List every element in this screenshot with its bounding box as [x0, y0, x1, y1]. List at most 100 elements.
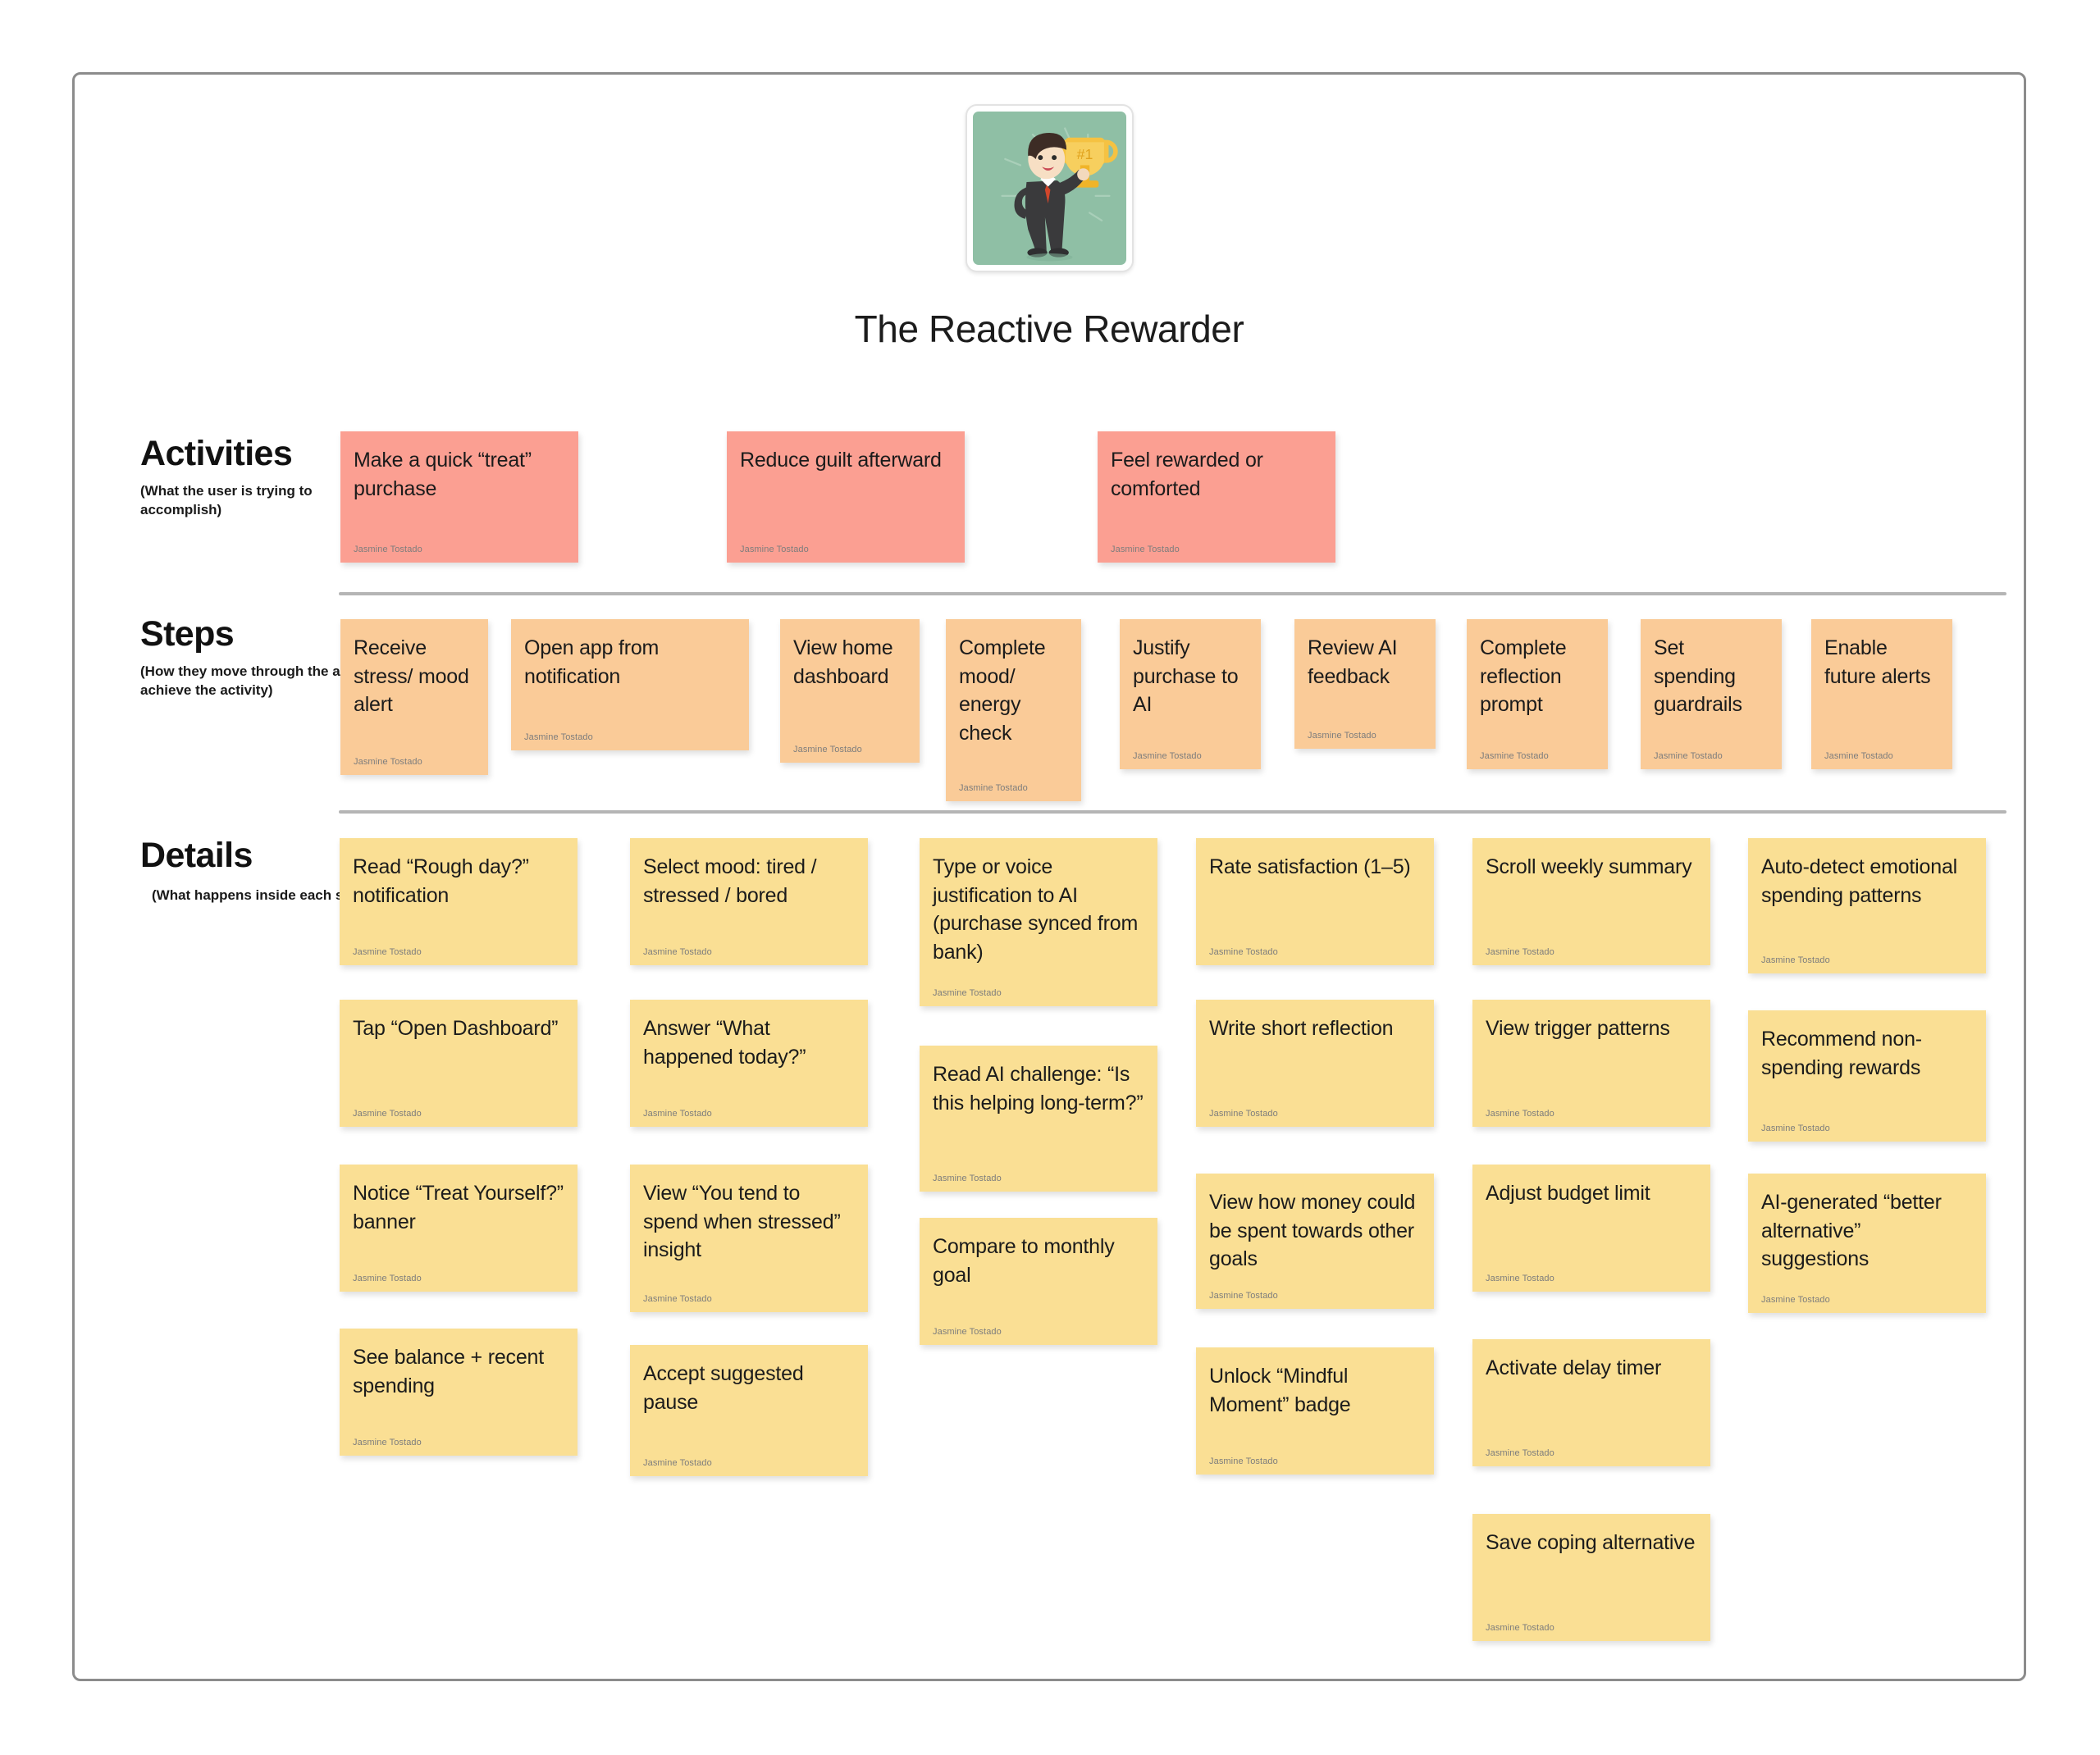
- sticky-note-text: Justify purchase to AI: [1133, 636, 1239, 716]
- sticky-note-author: Jasmine Tostado: [1111, 545, 1180, 554]
- row-subtitle-details: (What happens inside each step): [152, 887, 369, 904]
- detail-note[interactable]: Rate satisfaction (1–5)Jasmine Tostado: [1196, 838, 1434, 965]
- sticky-note-author: Jasmine Tostado: [793, 745, 862, 754]
- trophy-winner-illustration-icon: #1: [972, 112, 1126, 265]
- sticky-note-author: Jasmine Tostado: [354, 545, 422, 554]
- detail-note[interactable]: Tap “Open Dashboard” Jasmine Tostado: [340, 1000, 578, 1127]
- row-label-activities: Activities (What the user is trying to a…: [140, 435, 378, 519]
- sticky-note-author: Jasmine Tostado: [353, 1274, 422, 1283]
- sticky-note-author: Jasmine Tostado: [740, 545, 809, 554]
- sticky-note-author: Jasmine Tostado: [959, 783, 1028, 793]
- sticky-note-author: Jasmine Tostado: [1133, 751, 1202, 761]
- sticky-note-text: Rate satisfaction (1–5): [1209, 855, 1411, 878]
- row-title-details: Details: [140, 836, 253, 875]
- sticky-note-author: Jasmine Tostado: [1761, 955, 1830, 965]
- sticky-note-text: Review AI feedback: [1308, 636, 1398, 688]
- sticky-note-author: Jasmine Tostado: [354, 757, 422, 767]
- row-label-steps: Steps (How they move through the app to …: [140, 614, 378, 700]
- sticky-note-text: Feel rewarded or comforted: [1111, 449, 1263, 500]
- sticky-note-author: Jasmine Tostado: [1209, 1291, 1278, 1301]
- row-separator-steps-details: [339, 810, 2006, 814]
- sticky-note-author: Jasmine Tostado: [1308, 731, 1376, 741]
- sticky-note-author: Jasmine Tostado: [933, 1174, 1002, 1183]
- page-title: The Reactive Rewarder: [854, 308, 1244, 350]
- sticky-note-text: Tap “Open Dashboard”: [353, 1017, 559, 1040]
- row-subtitle-steps: (How they move through the app to achiev…: [140, 663, 375, 698]
- sticky-note-author: Jasmine Tostado: [643, 947, 712, 957]
- sticky-note-text: Adjust budget limit: [1486, 1182, 1650, 1205]
- sticky-note-author: Jasmine Tostado: [1486, 947, 1554, 957]
- sticky-note-author: Jasmine Tostado: [353, 1438, 422, 1447]
- row-title-activities: Activities: [140, 434, 293, 473]
- detail-note[interactable]: Type or voice justification to AI (purch…: [920, 838, 1157, 1006]
- sticky-note-text: Recommend non-spending rewards: [1761, 1028, 1922, 1079]
- sticky-note-text: Reduce guilt afterward: [740, 449, 942, 472]
- svg-text:#1: #1: [1076, 146, 1093, 162]
- sticky-note-text: Save coping alternative: [1486, 1531, 1696, 1554]
- sticky-note-text: Unlock “Mindful Moment” badge: [1209, 1365, 1351, 1416]
- sticky-note-author: Jasmine Tostado: [643, 1109, 712, 1119]
- sticky-note-author: Jasmine Tostado: [643, 1294, 712, 1304]
- sticky-note-text: Answer “What happened today?”: [643, 1017, 806, 1069]
- sticky-note-text: Set spending guardrails: [1654, 636, 1742, 716]
- detail-note[interactable]: Answer “What happened today?” Jasmine Tos…: [630, 1000, 868, 1127]
- detail-note[interactable]: View “You tend to spend when stressed” i…: [630, 1165, 868, 1312]
- persona-avatar: #1: [965, 104, 1134, 272]
- sticky-note-author: Jasmine Tostado: [1209, 1456, 1278, 1466]
- sticky-note-text: Accept suggested pause: [643, 1362, 804, 1414]
- sticky-note-author: Jasmine Tostado: [353, 1109, 422, 1119]
- sticky-note-author: Jasmine Tostado: [1486, 1274, 1554, 1283]
- row-separator-activities-steps: [339, 592, 2006, 595]
- row-title-steps: Steps: [140, 614, 235, 654]
- detail-note[interactable]: Read AI challenge: “Is this helping long…: [920, 1046, 1157, 1192]
- sticky-note-text: See balance + recent spending: [353, 1346, 544, 1397]
- sticky-note-text: Complete reflection prompt: [1480, 636, 1567, 716]
- sticky-note-author: Jasmine Tostado: [524, 732, 593, 742]
- journey-map-board: #1: [72, 72, 2026, 1681]
- sticky-note-text: View trigger patterns: [1486, 1017, 1670, 1040]
- sticky-note-author: Jasmine Tostado: [1486, 1448, 1554, 1458]
- sticky-note-text: Type or voice justification to AI (purch…: [933, 855, 1139, 964]
- sticky-note-text: Notice “Treat Yourself?” banner: [353, 1182, 564, 1233]
- detail-note[interactable]: View how money could be spent towards ot…: [1196, 1174, 1434, 1309]
- sticky-note-text: View how money could be spent towards ot…: [1209, 1191, 1416, 1270]
- sticky-note-author: Jasmine Tostado: [1761, 1124, 1830, 1133]
- sticky-note-text: Auto-detect emotional spending patterns: [1761, 855, 1958, 907]
- sticky-note-text: Make a quick “treat” purchase: [354, 449, 532, 500]
- step-note[interactable]: Justify purchase to AI Jasmine Tostado: [1120, 619, 1261, 769]
- sticky-note-text: Receive stress/ mood alert: [354, 636, 469, 716]
- sticky-note-author: Jasmine Tostado: [933, 988, 1002, 998]
- sticky-note-text: Read AI challenge: “Is this helping long…: [933, 1063, 1144, 1115]
- sticky-note-text: AI-generated “better alternative” sugges…: [1761, 1191, 1942, 1270]
- sticky-note-text: Select mood: tired / stressed / bored: [643, 855, 817, 907]
- detail-note[interactable]: AI-generated “better alternative” sugges…: [1748, 1174, 1986, 1313]
- sticky-note-author: Jasmine Tostado: [1486, 1623, 1554, 1633]
- sticky-note-author: Jasmine Tostado: [1209, 1109, 1278, 1119]
